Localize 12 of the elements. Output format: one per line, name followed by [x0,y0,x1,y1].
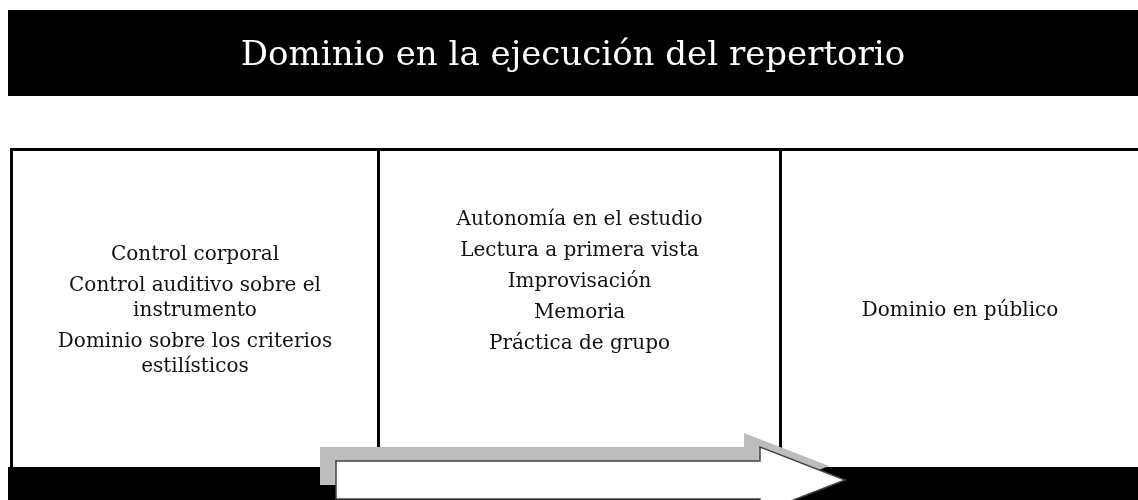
item-text: Improvisación [507,268,652,293]
item-text: Práctica de grupo [488,330,671,355]
item-text: Lectura a primera vista [460,237,699,262]
item-text: Control corporal [110,240,280,266]
item-text: Control auditivo sobre el instrumento [68,271,322,322]
title-banner: Dominio en la ejecución del repertorio [8,10,1138,96]
column-box [10,148,380,470]
item-text: Dominio sobre los criterios estilísticos [56,327,334,378]
item-text: Dominio en público [861,296,1059,322]
block-arrow [320,433,848,500]
item-text: Autonomía en el estudio [456,206,703,231]
item-text: Memoria [533,299,626,324]
